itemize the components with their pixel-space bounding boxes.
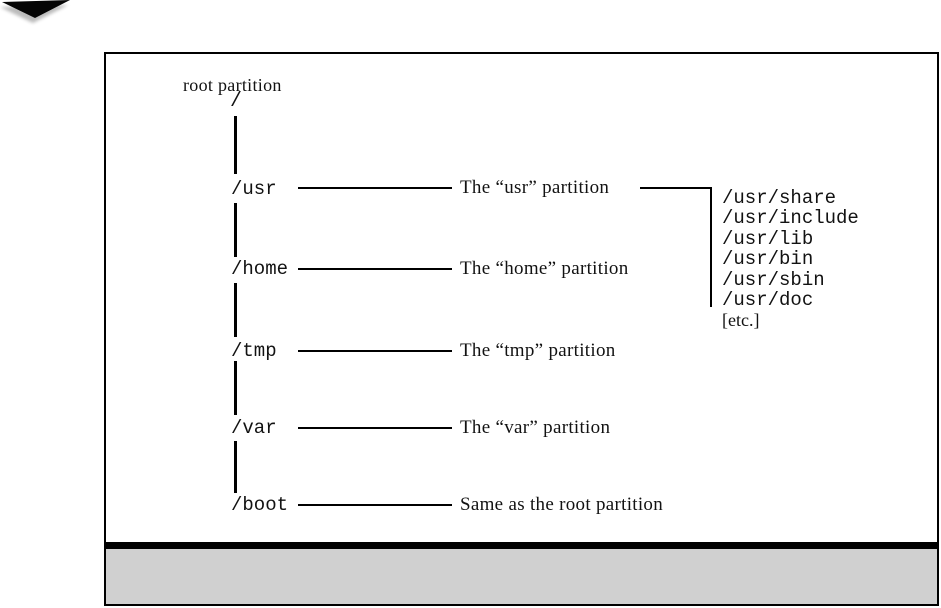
corner-arrowhead-icon <box>0 0 70 23</box>
path-label-var: /var <box>231 417 277 439</box>
figure-frame: root partition / /usr The “usr” partitio… <box>104 52 939 606</box>
connector-line-var <box>298 427 452 429</box>
tree-stem-segment-5 <box>234 441 237 493</box>
path-label-boot: /boot <box>231 494 289 516</box>
connector-line-boot <box>298 504 452 506</box>
root-partition-label: root partition <box>183 75 282 95</box>
description-usr: The “usr” partition <box>460 177 610 198</box>
usr-subdir-sbin: /usr/sbin <box>722 268 825 291</box>
connector-line-tmp <box>298 350 452 352</box>
usr-subdir-share: /usr/share <box>722 187 837 209</box>
description-boot: Same as the root partition <box>460 494 664 515</box>
path-label-tmp: /tmp <box>231 340 277 362</box>
usr-subdir-include: /usr/include <box>722 207 859 230</box>
tree-stem-segment-1 <box>234 116 237 174</box>
caption-area <box>106 549 937 604</box>
tree-stem-segment-2 <box>234 203 237 257</box>
figure-divider-bar <box>106 542 937 549</box>
description-var: The “var” partition <box>460 417 611 438</box>
usr-branch-drop-line <box>710 187 712 307</box>
connector-line-home <box>298 268 452 270</box>
usr-subdir-etc-label: [etc.] <box>722 310 760 331</box>
connector-line-usr-branch <box>640 187 712 189</box>
description-tmp: The “tmp” partition <box>460 340 616 361</box>
root-path-label: / <box>230 90 243 113</box>
tree-stem-segment-4 <box>234 361 237 415</box>
tree-stem-segment-3 <box>234 283 237 337</box>
connector-line-usr <box>298 187 452 189</box>
path-label-usr: /usr <box>231 178 277 200</box>
description-home: The “home” partition <box>460 258 629 279</box>
usr-subdir-doc: /usr/doc <box>722 289 814 312</box>
usr-subdir-bin: /usr/bin <box>722 248 814 271</box>
usr-subdir-lib: /usr/lib <box>722 227 814 250</box>
path-label-home: /home <box>231 258 289 280</box>
usr-subdirectory-list: /usr/share /usr/include /usr/lib /usr/bi… <box>722 188 859 331</box>
